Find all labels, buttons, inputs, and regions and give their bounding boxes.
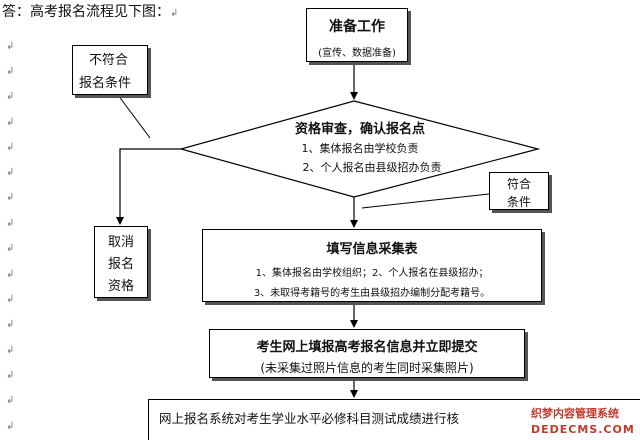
paragraph-mark: ↲ — [6, 269, 15, 280]
system-check-text: 网上报名系统对考生学业水平必修科目测试成绩进行核 — [159, 411, 460, 426]
paragraph-mark: ↲ — [6, 294, 15, 305]
paragraph-mark: ↲ — [6, 370, 15, 381]
review-diamond — [178, 100, 541, 198]
fill-line-1: 1、集体报名由学校组织；2、个人报名在县级招办； — [255, 268, 489, 279]
prep-subtitle: (宣传、数据准备) — [318, 48, 396, 59]
paragraph-mark: ↲ — [6, 41, 15, 52]
meet-callout: 符合 条件 — [489, 172, 549, 210]
watermark-line-2: DEDECMS.COM — [531, 423, 635, 436]
review-text: 资格审查，确认报名点 1、集体报名由学校负责 2、个人报名由县级招办负责 — [250, 118, 470, 175]
meet-line-2: 条件 — [506, 195, 531, 209]
not-meet-callout: 不符合 报名条件 — [72, 45, 148, 95]
fill-line-2: 3、未取得考籍号的考生由县级招办编制分配考籍号。 — [253, 288, 491, 299]
paragraph-mark: ↲ — [6, 91, 15, 102]
cancel-line-1: 取消 — [107, 235, 134, 250]
cancel-line-2: 报名 — [107, 257, 134, 272]
paragraph-mark: ↲ — [6, 192, 15, 203]
fill-title: 填写信息采集表 — [326, 242, 418, 257]
review-line-2: 2、个人报名由县级招办负责 — [302, 161, 442, 174]
arrow-review-to-cancel — [116, 148, 181, 225]
paragraph-mark: ↲ — [6, 167, 15, 178]
paragraph-mark: ↲ — [6, 319, 15, 330]
paragraph-mark: ↲ — [6, 243, 15, 254]
not-meet-line-1: 不符合 — [89, 53, 129, 68]
online-title: 考生网上填报高考报名信息并立即提交 — [256, 340, 478, 355]
review-title: 资格审查，确认报名点 — [294, 122, 425, 137]
fill-form-box: 填写信息采集表 1、集体报名由学校组织；2、个人报名在县级招办； 3、未取得考籍… — [202, 229, 542, 302]
paragraph-mark: ↲ — [6, 218, 15, 229]
online-submit-box: 考生网上填报高考报名信息并立即提交 (未采集过照片信息的考生同时采集照片) — [209, 329, 525, 378]
answer-heading: 答：高考报名流程见下图：↲ — [2, 4, 179, 20]
site-watermark: 织梦内容管理系统 DEDECMS.COM — [531, 402, 640, 440]
cancel-line-3: 资格 — [107, 279, 134, 294]
prep-title: 准备工作 — [329, 19, 385, 35]
paragraph-mark: ↲ — [6, 421, 15, 432]
not-meet-line-2: 报名条件 — [79, 76, 132, 91]
paragraph-mark: ↲ — [6, 117, 15, 128]
paragraph-mark: ↲ — [6, 142, 15, 153]
watermark-line-1: 织梦内容管理系统 — [531, 407, 619, 420]
online-subtitle: (未采集过照片信息的考生同时采集照片) — [260, 361, 474, 375]
prep-box: 准备工作 (宣传、数据准备) — [306, 8, 408, 62]
callout-line-not-meet — [117, 94, 151, 139]
cancel-box: 取消 报名 资格 — [94, 226, 148, 298]
paragraph-mark: ↲ — [6, 66, 15, 77]
meet-line-1: 符合 — [506, 177, 531, 191]
paragraph-mark: ↲ — [6, 345, 15, 356]
paragraph-mark: ↲ — [6, 395, 15, 406]
review-line-1: 1、集体报名由学校负责 — [301, 142, 419, 155]
callout-line-meet — [361, 193, 490, 209]
